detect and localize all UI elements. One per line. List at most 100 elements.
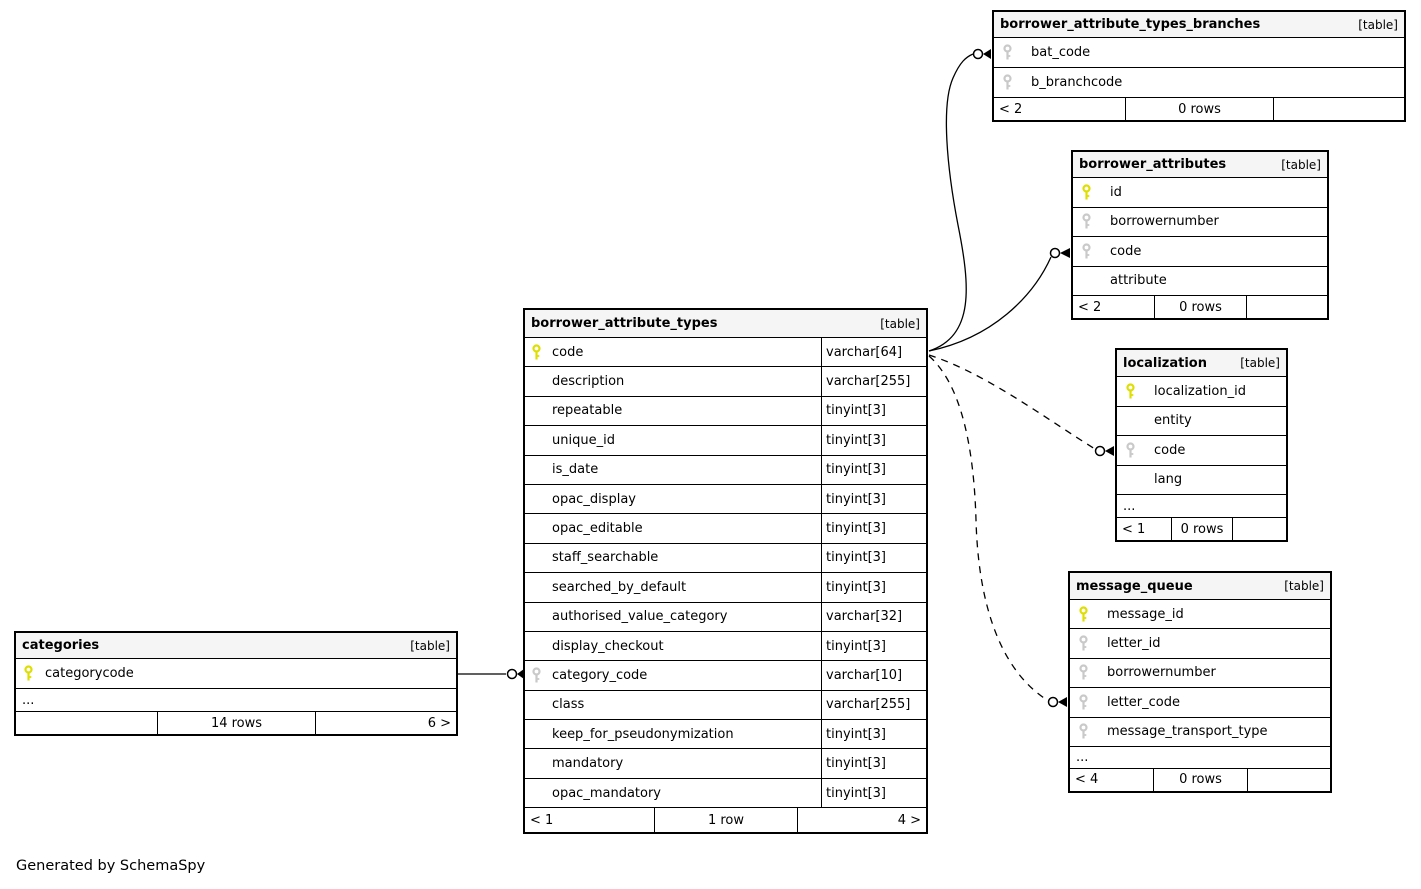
- column-row: code varchar[64]: [525, 338, 926, 368]
- footer-rowcount: 1 row: [653, 808, 798, 833]
- foreign-key-icon: [1078, 635, 1093, 652]
- table-borrower-attribute-types: borrower_attribute_types [table] code va…: [523, 308, 928, 835]
- foreign-key-icon: [1078, 694, 1093, 711]
- foreign-key-icon: [1078, 664, 1093, 682]
- column-type: tinyint[3]: [821, 720, 926, 749]
- column-name: display_checkout: [552, 638, 664, 654]
- table-title[interactable]: borrower_attribute_types: [531, 316, 718, 331]
- more-columns-ellipsis: ...: [1117, 495, 1286, 518]
- table-badge: [table]: [1284, 579, 1324, 593]
- table-header: localization [table]: [1117, 350, 1286, 377]
- column-row: repeatable tinyint[3]: [525, 396, 926, 427]
- column-name: borrowernumber: [1110, 214, 1219, 230]
- primary-key-icon: [1078, 606, 1093, 623]
- table-header: borrower_attributes [table]: [1073, 152, 1327, 178]
- column-row: opac_editable tinyint[3]: [525, 514, 926, 544]
- column-type: tinyint[3]: [821, 778, 926, 808]
- column-name: letter_code: [1107, 694, 1180, 710]
- footer-rowcount: 0 rows: [1153, 768, 1246, 791]
- column-row: staff_searchable tinyint[3]: [525, 543, 926, 574]
- column-row: letter_code: [1070, 688, 1330, 718]
- column-name: description: [552, 374, 625, 390]
- table-badge: [table]: [1240, 356, 1280, 370]
- column-row: authorised_value_category varchar[32]: [525, 602, 926, 632]
- column-type: varchar[32]: [821, 602, 926, 631]
- primary-key-icon: [531, 344, 545, 361]
- column-row: letter_id: [1070, 629, 1330, 659]
- table-footer: < 4 0 rows: [1070, 768, 1330, 791]
- column-name: unique_id: [552, 432, 615, 448]
- table-footer: < 2 0 rows: [1073, 296, 1327, 318]
- column-name: categorycode: [45, 666, 134, 681]
- column-name: staff_searchable: [552, 550, 659, 566]
- table-header: message_queue [table]: [1070, 573, 1330, 600]
- footer-children: [1245, 296, 1327, 318]
- column-name: entity: [1154, 413, 1192, 429]
- table-title[interactable]: message_queue: [1076, 578, 1193, 594]
- footer-children: [1231, 518, 1286, 540]
- column-name: id: [1110, 184, 1122, 200]
- footer-rowcount: 14 rows: [157, 712, 315, 734]
- table-badge: [table]: [880, 316, 920, 331]
- column-row: opac_mandatory tinyint[3]: [525, 778, 926, 809]
- primary-key-icon: [1081, 184, 1096, 201]
- column-name: code: [1154, 442, 1186, 458]
- column-type: tinyint[3]: [821, 396, 926, 426]
- column-row: categorycode: [16, 659, 456, 689]
- column-row: keep_for_pseudonymization tinyint[3]: [525, 720, 926, 750]
- table-title[interactable]: borrower_attributes: [1079, 157, 1227, 172]
- table-footer: < 1 0 rows: [1117, 518, 1286, 540]
- column-name: message_transport_type: [1107, 724, 1268, 740]
- column-name: is_date: [552, 462, 599, 478]
- column-name: repeatable: [552, 403, 623, 419]
- column-type: tinyint[3]: [821, 484, 926, 514]
- footer-parents: [16, 712, 157, 734]
- column-name: opac_display: [552, 491, 636, 507]
- column-row: id: [1073, 178, 1327, 208]
- column-type: varchar[10]: [821, 661, 926, 690]
- column-row: unique_id tinyint[3]: [525, 426, 926, 456]
- footer-children: 4 >: [797, 808, 926, 833]
- column-type: varchar[255]: [821, 367, 926, 396]
- column-row: mandatory tinyint[3]: [525, 749, 926, 779]
- column-row: code: [1073, 237, 1327, 267]
- column-name: code: [1110, 243, 1142, 259]
- column-row: searched_by_default tinyint[3]: [525, 573, 926, 603]
- table-badge: [table]: [1281, 157, 1321, 172]
- primary-key-icon: [1125, 383, 1140, 400]
- column-name: category_code: [552, 667, 648, 683]
- column-name: opac_editable: [552, 521, 643, 537]
- footer-rowcount: 0 rows: [1125, 98, 1272, 120]
- table-footer: 14 rows 6 >: [16, 712, 456, 734]
- column-row: lang: [1117, 466, 1286, 495]
- column-row: is_date tinyint[3]: [525, 455, 926, 485]
- footer-parents: < 4: [1075, 772, 1099, 788]
- column-row: display_checkout tinyint[3]: [525, 631, 926, 662]
- column-name: bat_code: [1031, 45, 1091, 60]
- column-row: borrowernumber: [1073, 208, 1327, 237]
- table-title[interactable]: categories: [22, 638, 100, 653]
- table-borrower-attributes: borrower_attributes [table] id borrowern…: [1071, 150, 1329, 320]
- column-row: b_branchcode: [994, 68, 1404, 98]
- footer-rowcount: 0 rows: [1171, 518, 1232, 540]
- column-name: localization_id: [1154, 383, 1246, 399]
- table-message-queue: message_queue [table] message_id letter_…: [1068, 571, 1332, 793]
- foreign-key-icon: [1002, 74, 1017, 91]
- table-title[interactable]: localization: [1123, 355, 1207, 371]
- footer-parents: < 2: [1078, 299, 1102, 315]
- table-header: categories [table]: [16, 633, 456, 659]
- column-type: varchar[255]: [821, 690, 926, 720]
- footer-children: 6 >: [314, 712, 456, 734]
- column-row: message_transport_type: [1070, 718, 1330, 747]
- edge-code-to-bat-code: [928, 48, 991, 352]
- edge-categories-to-category-code: [458, 668, 524, 680]
- edge-code-to-letter-code: [928, 355, 1067, 708]
- generator-note: Generated by SchemaSpy: [16, 858, 206, 874]
- column-name: borrowernumber: [1107, 665, 1216, 681]
- table-header: borrower_attribute_types_branches [table…: [994, 12, 1404, 38]
- column-row: attribute: [1073, 267, 1327, 296]
- table-badge: [table]: [410, 638, 450, 653]
- edge-code-to-localization-code: [928, 354, 1114, 457]
- more-columns-ellipsis: ...: [16, 689, 456, 712]
- table-title[interactable]: borrower_attribute_types_branches: [1000, 17, 1261, 32]
